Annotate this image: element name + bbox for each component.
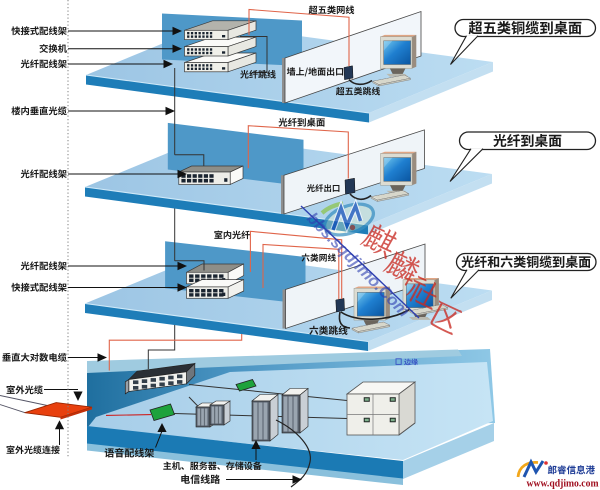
svg-text:www.qdjimo.com: www.qdjimo.com bbox=[527, 479, 599, 490]
